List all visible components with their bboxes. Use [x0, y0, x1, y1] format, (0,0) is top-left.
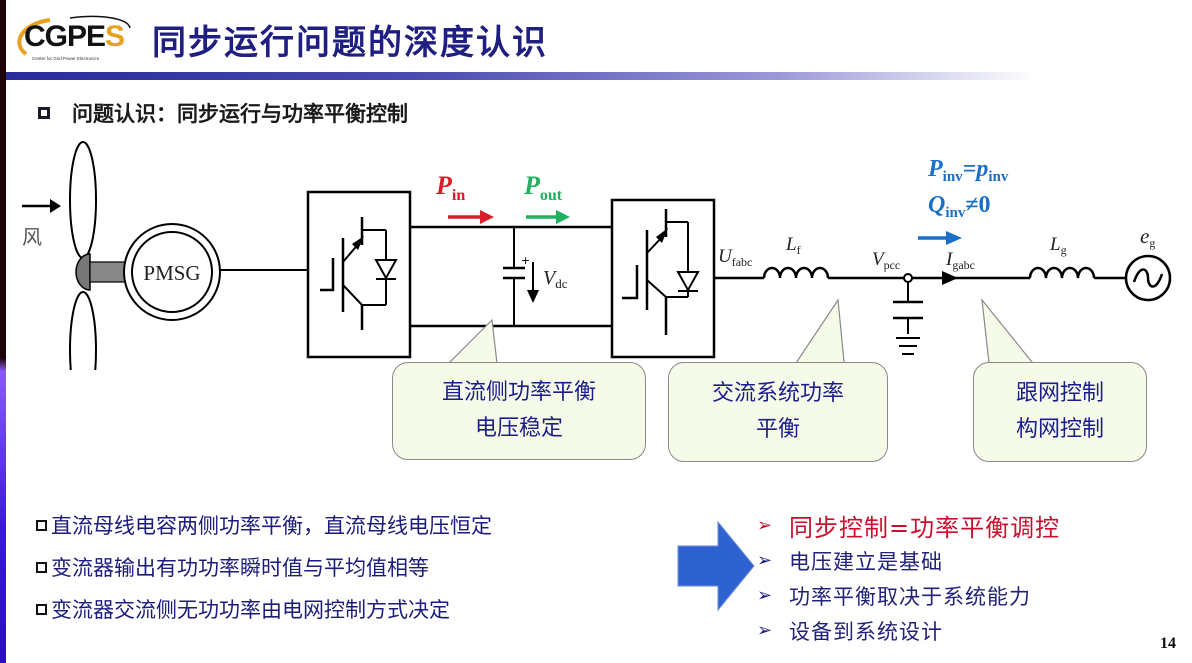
circuit-diagram: 风 PMSG + Vdc Pin: [22, 141, 1172, 370]
vpcc-label: Vpcc: [872, 249, 900, 272]
list-item-text: 功率平衡取决于系统能力: [789, 584, 1031, 609]
list-item: 直流母线电容两侧功率平衡，直流母线电压恒定: [36, 504, 492, 546]
wind-label: 风: [22, 225, 42, 249]
list-item: 变流器输出有功功率瞬时值与平均值相等: [36, 546, 492, 588]
grid-voltage-source-icon: [1124, 254, 1172, 302]
lf-inductor-icon: [762, 266, 830, 279]
list-item: ➢ 设备到系统设计: [757, 613, 1060, 648]
logo-wordmark: CGPES: [24, 20, 125, 53]
callout-line: 直流侧功率平衡: [441, 380, 596, 405]
inverter-converter-icon: [610, 198, 716, 359]
arrow-bullet-icon: ➢: [757, 585, 773, 606]
pmsg-label: PMSG: [143, 261, 200, 285]
callout-ac-power-balance: 交流系统功率 平衡: [668, 362, 888, 462]
callout-tail: [441, 318, 499, 370]
power-flow-arrow-icon: [918, 231, 962, 245]
list-item-text: 变流器交流侧无功功率由电网控制方式决定: [51, 598, 450, 622]
list-item: ➢ 电压建立是基础: [757, 543, 1060, 578]
igabc-label: Igabc: [945, 249, 975, 272]
p-out-label: Pout: [523, 171, 563, 204]
square-bullet-icon: [36, 603, 47, 615]
lf-label: Lf: [785, 234, 801, 257]
callout-dc-power-balance: 直流侧功率平衡 电压稳定: [392, 362, 646, 460]
arrow-bullet-icon: ➢: [757, 550, 773, 571]
p-out-arrow-icon: [526, 210, 570, 224]
logo-swoosh-icon: [17, 15, 131, 56]
lg-label: Lg: [1049, 234, 1067, 257]
callout-tail: [790, 298, 846, 370]
square-bullet-icon: [38, 107, 50, 119]
conclusion-main: 同步控制=功率平衡调控: [789, 514, 1061, 542]
square-bullet-icon: [36, 519, 47, 531]
square-bullet-icon: [36, 561, 47, 573]
section-heading-text: 问题认识：同步运行与功率平衡控制: [72, 102, 408, 126]
pmsg-generator-icon: [123, 223, 221, 321]
filter-capacitor-ground-icon: [893, 282, 923, 355]
list-item-text: 设备到系统设计: [789, 619, 943, 644]
cgpes-logo: CGPES Center for Grid Power Electronics: [10, 14, 140, 64]
list-item-text: 直流母线电容两侧功率平衡，直流母线电压恒定: [51, 514, 492, 538]
callout-line: 跟网控制: [1015, 381, 1104, 406]
callout-line: 交流系统功率: [711, 381, 844, 406]
section-heading: 问题认识：同步运行与功率平衡控制: [38, 98, 408, 128]
pcc-node-icon: [903, 273, 913, 283]
p-in-arrow-icon: [448, 210, 494, 224]
callout-line: 构网控制: [1015, 417, 1104, 442]
pinv-equation: Pinv=pinv: [927, 156, 1009, 185]
ufabc-label: Ufabc: [718, 246, 752, 269]
page-number: 14: [1160, 635, 1176, 652]
logo-subtitle: Center for Grid Power Electronics: [32, 56, 100, 61]
list-item-text: 电压建立是基础: [789, 549, 943, 574]
eg-label: eg: [1140, 224, 1155, 250]
title-underline: [6, 72, 1036, 80]
callout-line: 电压稳定: [474, 416, 563, 441]
slide-title: 同步运行问题的深度认识: [152, 23, 548, 63]
lg-inductor-icon: [1028, 266, 1096, 279]
vdc-label: Vdc: [543, 267, 568, 291]
arrow-bullet-icon: ➢: [757, 620, 773, 641]
conclusion-list: ➢ 同步控制=功率平衡调控 ➢ 电压建立是基础 ➢ 功率平衡取决于系统能力 ➢ …: [757, 508, 1060, 648]
slide-edge-strip: [0, 0, 6, 663]
list-item-text: 变流器输出有功功率瞬时值与平均值相等: [51, 556, 429, 580]
list-item: 变流器交流侧无功功率由电网控制方式决定: [36, 588, 492, 630]
wind-arrow-icon: [22, 199, 61, 213]
p-in-label: Pin: [435, 171, 465, 204]
callout-line: 平衡: [755, 417, 800, 442]
arrow-bullet-icon: ➢: [757, 515, 773, 536]
list-item: ➢ 同步控制=功率平衡调控: [757, 508, 1060, 543]
igabc-arrow-icon: [942, 271, 958, 285]
wind-turbine-icon: [69, 141, 129, 370]
conclusion-arrow-icon: [677, 520, 755, 612]
callout-tail: [981, 298, 1040, 370]
vdc-plus-sign: +: [521, 254, 530, 267]
callout-grid-control: 跟网控制 构网控制: [973, 362, 1147, 462]
observation-list: 直流母线电容两侧功率平衡，直流母线电压恒定 变流器输出有功功率瞬时值与平均值相等…: [36, 504, 492, 630]
list-item: ➢ 功率平衡取决于系统能力: [757, 578, 1060, 613]
rectifier-converter-icon: [306, 190, 412, 359]
qinv-equation: Qinv≠0: [928, 192, 991, 221]
